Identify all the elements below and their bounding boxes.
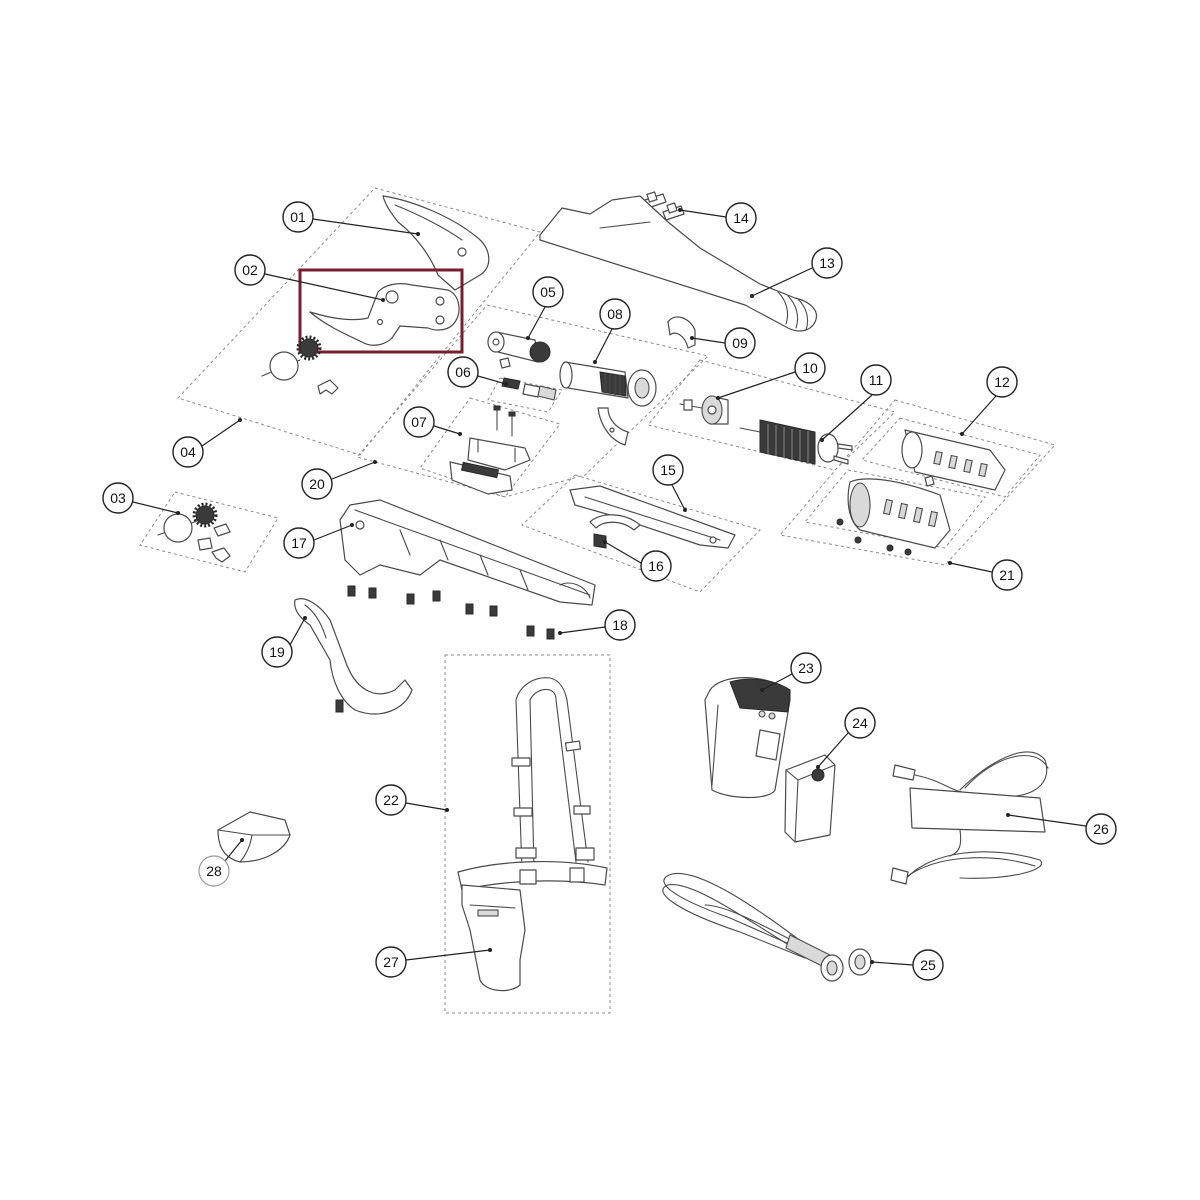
part-07[interactable] [449, 405, 531, 495]
callout-label: 25 [920, 957, 936, 973]
callout-13: 13 [750, 247, 843, 298]
part-23[interactable] [704, 677, 791, 799]
callout-05: 05 [526, 276, 564, 340]
callout-label: 01 [290, 209, 306, 225]
group-outline-10-11 [647, 359, 896, 471]
part-12[interactable] [901, 429, 1006, 491]
callout-25: 25 [870, 949, 944, 981]
callout-21: 21 [948, 559, 1023, 591]
callout-04: 04 [172, 418, 242, 468]
part-22[interactable] [457, 677, 608, 891]
callout-label: 06 [455, 364, 471, 380]
part-19[interactable] [294, 598, 413, 715]
callout-label: 13 [819, 255, 835, 271]
group-outline-12 [861, 417, 1041, 498]
part-18[interactable] [347, 585, 555, 640]
callout-15: 15 [652, 454, 687, 512]
callout-11: 11 [820, 364, 892, 442]
part-16[interactable] [593, 533, 607, 549]
callout-label: 20 [309, 476, 325, 492]
callout-26: 26 [1006, 813, 1117, 845]
callout-07: 07 [403, 406, 462, 438]
callout-label: 02 [242, 262, 258, 278]
group-outline-motor [804, 469, 986, 549]
part-13[interactable] [539, 195, 817, 332]
callout-09: 09 [690, 327, 756, 359]
callout-01: 01 [282, 201, 420, 236]
callout-label: 17 [291, 535, 307, 551]
callout-label: 04 [180, 444, 196, 460]
callout-label: 21 [999, 567, 1015, 583]
group-outline-03 [139, 491, 279, 573]
group-outline-15 [521, 474, 761, 593]
group-outlines [139, 187, 1056, 1014]
callout-label: 27 [383, 954, 399, 970]
callout-label: 28 [206, 863, 222, 879]
callout-12: 12 [960, 366, 1018, 436]
part-27[interactable] [461, 884, 526, 992]
part-26[interactable] [890, 751, 1049, 885]
group-outline-04 [177, 187, 541, 456]
part-06[interactable] [501, 377, 557, 401]
group-outline-21 [779, 399, 1056, 566]
callout-17: 17 [283, 523, 354, 559]
callout-18: 18 [558, 609, 636, 641]
group-outline-20 [356, 304, 710, 498]
callout-label: 05 [540, 284, 556, 300]
callout-24: 24 [816, 707, 876, 769]
part-14[interactable] [644, 191, 685, 221]
callout-28: 28 [198, 838, 244, 887]
callout-label: 10 [802, 360, 818, 376]
callout-label: 26 [1093, 821, 1109, 837]
callout-label: 08 [607, 306, 623, 322]
callout-label: 03 [110, 490, 126, 506]
callout-label: 12 [994, 374, 1010, 390]
part-08[interactable] [559, 361, 657, 407]
group-outline-07 [419, 397, 561, 498]
part-25[interactable] [662, 872, 872, 982]
callout-08: 08 [593, 298, 631, 364]
part-04-knob[interactable] [261, 335, 339, 395]
callout-02: 02 [234, 254, 385, 302]
part-28[interactable] [217, 811, 291, 863]
callout-label: 11 [869, 372, 884, 388]
callout-label: 22 [383, 792, 399, 808]
callout-10: 10 [716, 352, 826, 400]
callout-label: 19 [269, 644, 285, 660]
callout-06: 06 [447, 356, 508, 388]
callout-03: 03 [102, 482, 180, 515]
part-05[interactable] [487, 331, 551, 369]
callout-label: 23 [798, 660, 814, 676]
callout-label: 09 [732, 335, 748, 351]
part-11[interactable] [739, 419, 853, 465]
part-17[interactable] [339, 499, 596, 606]
callout-label: 16 [648, 558, 664, 574]
callout-label: 24 [852, 715, 868, 731]
callout-label: 18 [612, 617, 628, 633]
callout-19: 19 [261, 616, 307, 668]
group-outline-22 [444, 654, 611, 1014]
highlight-box [298, 268, 464, 354]
part-01[interactable] [382, 195, 490, 291]
part-15[interactable] [569, 485, 736, 549]
callout-label: 14 [733, 210, 749, 226]
callout-label: 15 [660, 462, 676, 478]
callout-label: 07 [411, 414, 427, 430]
part-09[interactable] [597, 316, 696, 446]
callout-20: 20 [301, 460, 377, 500]
callout-27: 27 [375, 946, 492, 978]
part-03[interactable] [157, 502, 231, 563]
callout-23: 23 [760, 652, 822, 692]
callouts: 01 02 03 04 05 06 07 08 09 10 11 12 13 1… [102, 201, 1117, 981]
part-02[interactable] [309, 283, 460, 346]
callout-16: 16 [603, 540, 672, 582]
part-21-motor-housing[interactable] [836, 478, 951, 556]
part-24[interactable] [784, 754, 836, 843]
callout-14: 14 [678, 202, 757, 234]
part-10[interactable] [679, 395, 729, 425]
callout-22: 22 [375, 784, 449, 816]
